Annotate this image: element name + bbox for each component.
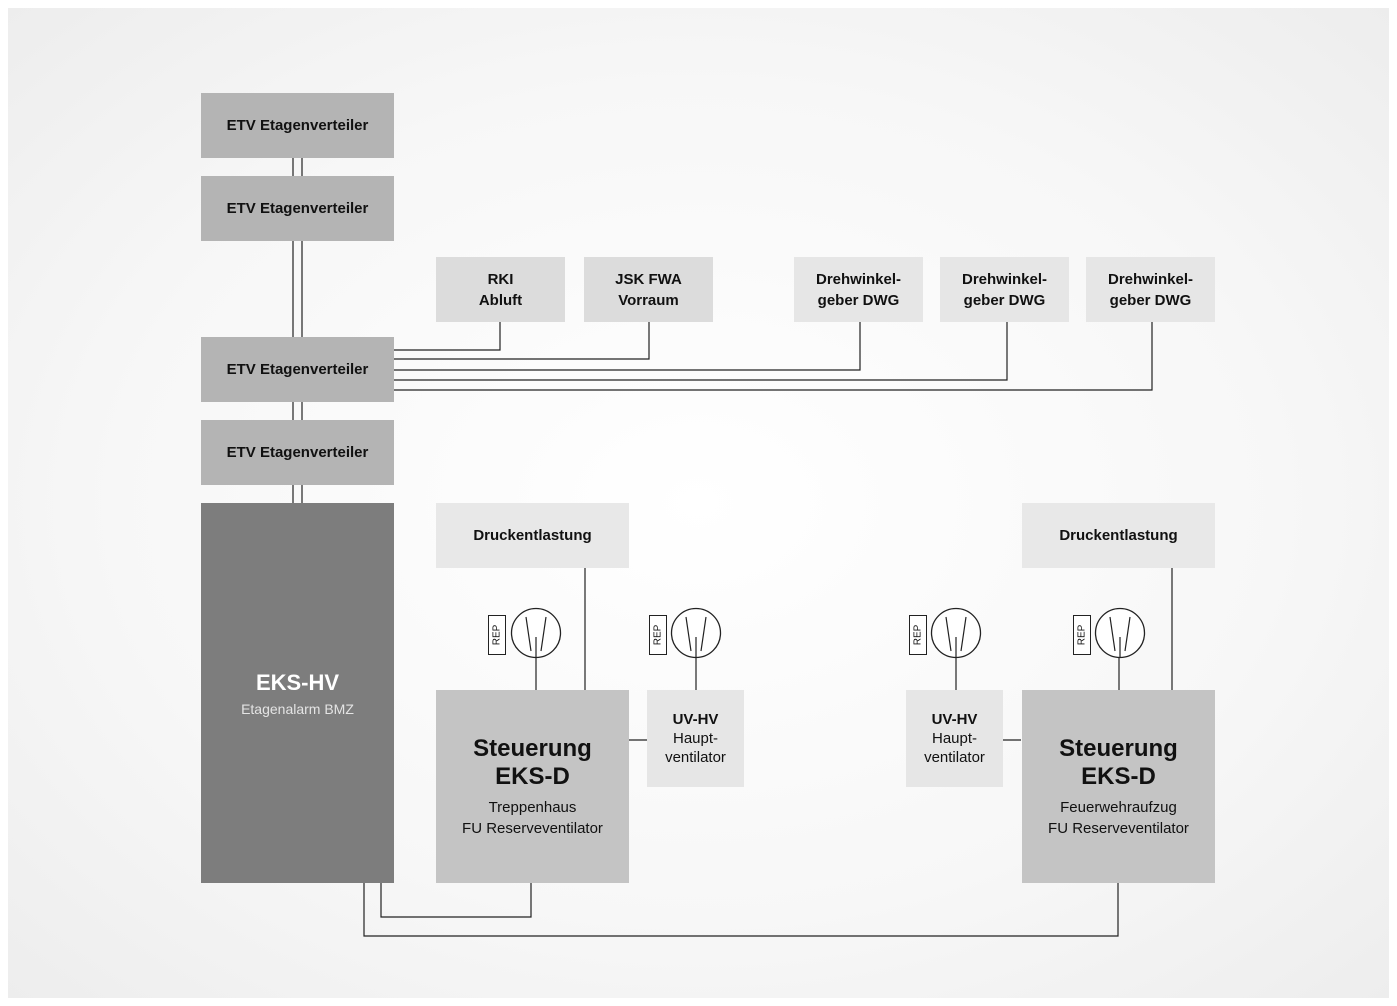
uv-hv-desc: Haupt- (931, 730, 978, 747)
controller-title: Steuerung (1059, 734, 1178, 762)
uv-hv-title: UV-HV (672, 711, 719, 728)
controller-title: Steuerung (473, 734, 592, 762)
uv-hv-desc: Haupt- (672, 730, 719, 747)
controller-desc-line: Feuerwehraufzug (1060, 798, 1177, 816)
rep-label: REP (491, 624, 503, 646)
etv-box: ETV Etagenverteiler (201, 176, 394, 241)
uv-hv-box: UV-HV Haupt- ventilator (906, 690, 1003, 787)
controller-desc: Treppenhaus FU Reserveventilator (462, 797, 603, 839)
rep-label: REP (652, 624, 664, 646)
sensor-dwg: Drehwinkel- geber DWG (794, 257, 923, 322)
pressure-relief-box: Druckentlastung (1022, 503, 1215, 568)
rep-tag: REP (649, 615, 667, 655)
uv-hv-desc: ventilator (924, 749, 985, 766)
sensor-line: geber DWG (817, 291, 900, 309)
controller-title: EKS-D (495, 762, 570, 790)
eks-hv-subtitle: Etagenalarm BMZ (241, 701, 354, 717)
sensor-line: Drehwinkel- (815, 270, 902, 288)
sensor-jsk-fwa: JSK FWA Vorraum (584, 257, 713, 322)
controller-title: EKS-D (1081, 762, 1156, 790)
fan-icon (1094, 607, 1146, 659)
sensor-line: geber DWG (963, 291, 1046, 309)
sensor-line: RKI (487, 270, 514, 288)
etv-box: ETV Etagenverteiler (201, 420, 394, 485)
pressure-relief-label: Druckentlastung (1059, 527, 1178, 544)
sensor-line: JSK FWA (615, 270, 682, 288)
fan-icon (510, 607, 562, 659)
etv-label: ETV Etagenverteiler (226, 444, 369, 461)
etv-label: ETV Etagenverteiler (226, 200, 369, 217)
sensor-line: Drehwinkel- (961, 270, 1048, 288)
uv-hv-title: UV-HV (931, 711, 978, 728)
controller-desc-line: Treppenhaus (488, 798, 577, 816)
controller-desc: Feuerwehraufzug FU Reserveventilator (1048, 797, 1189, 839)
sensor-dwg: Drehwinkel- geber DWG (1086, 257, 1215, 322)
etv-box: ETV Etagenverteiler (201, 337, 394, 402)
controller-feuerwehraufzug: Steuerung EKS-D Feuerwehraufzug FU Reser… (1022, 690, 1215, 883)
controller-desc-line: FU Reserveventilator (462, 819, 603, 837)
etv-label: ETV Etagenverteiler (226, 117, 369, 134)
sensor-line: Abluft (478, 291, 523, 309)
controller-treppenhaus: Steuerung EKS-D Treppenhaus FU Reserveve… (436, 690, 629, 883)
sensor-line: Vorraum (618, 291, 679, 309)
sensor-rki-abluft: RKI Abluft (436, 257, 565, 322)
controller-desc-line: FU Reserveventilator (1048, 819, 1189, 837)
etv-label: ETV Etagenverteiler (226, 361, 369, 378)
rep-label: REP (912, 624, 924, 646)
rep-tag: REP (909, 615, 927, 655)
rep-tag: REP (1073, 615, 1091, 655)
pressure-relief-label: Druckentlastung (473, 527, 592, 544)
sensor-dwg: Drehwinkel- geber DWG (940, 257, 1069, 322)
eks-hv-title: EKS-HV (255, 670, 340, 695)
fan-icon (930, 607, 982, 659)
sensor-line: geber DWG (1109, 291, 1192, 309)
pressure-relief-box: Druckentlastung (436, 503, 629, 568)
rep-tag: REP (488, 615, 506, 655)
etv-box: ETV Etagenverteiler (201, 93, 394, 158)
uv-hv-desc: ventilator (665, 749, 726, 766)
uv-hv-box: UV-HV Haupt- ventilator (647, 690, 744, 787)
rep-label: REP (1076, 624, 1088, 646)
eks-hv-panel: EKS-HV Etagenalarm BMZ (201, 503, 394, 883)
sensor-line: Drehwinkel- (1107, 270, 1194, 288)
fan-icon (670, 607, 722, 659)
